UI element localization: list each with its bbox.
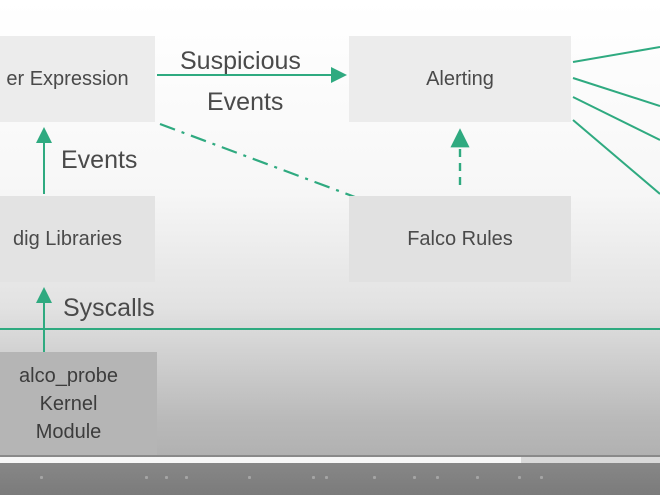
alert-output-line-3: [572, 96, 660, 141]
alerting-label: Alerting: [426, 68, 494, 90]
chapter-marker: [540, 476, 543, 479]
chapter-marker: [248, 476, 251, 479]
filter-expression-box: er Expression: [0, 36, 155, 122]
falco-rules-box: Falco Rules: [349, 196, 571, 282]
chapter-marker: [476, 476, 479, 479]
filter-expression-label: er Expression: [6, 68, 129, 90]
chapter-marker: [518, 476, 521, 479]
chapter-marker: [185, 476, 188, 479]
rules-to-filter-dashdot-line: [159, 122, 356, 199]
sysdig-libraries-label: dig Libraries: [13, 228, 122, 250]
chapter-marker: [40, 476, 43, 479]
syscalls-label: Syscalls: [63, 294, 155, 322]
video-progress-bar[interactable]: [0, 457, 660, 463]
chapter-marker: [165, 476, 168, 479]
events-label: Events: [61, 146, 138, 174]
chapter-marker: [373, 476, 376, 479]
probe-label-line-3: Module: [35, 421, 102, 443]
probe-label-line-2: Kernel: [39, 393, 98, 415]
suspicious-label: Suspicious: [180, 47, 301, 75]
sysdig-libraries-box: dig Libraries: [0, 196, 155, 282]
chapter-marker: [325, 476, 328, 479]
falco-probe-kernel-module-box: alco_probe Kernel Module: [0, 352, 157, 456]
alerting-box: Alerting: [349, 36, 571, 122]
alert-output-line-1: [572, 46, 660, 63]
suspicious-events-label: Events: [207, 88, 284, 116]
chapter-marker: [413, 476, 416, 479]
alert-output-line-4: [572, 119, 660, 195]
probe-label-line-1: alco_probe: [19, 365, 118, 387]
chapter-marker: [436, 476, 439, 479]
falco-rules-label: Falco Rules: [407, 228, 513, 250]
chapter-marker: [312, 476, 315, 479]
video-progress-fill: [0, 457, 521, 463]
alert-output-line-2: [572, 77, 660, 107]
chapter-marker: [145, 476, 148, 479]
